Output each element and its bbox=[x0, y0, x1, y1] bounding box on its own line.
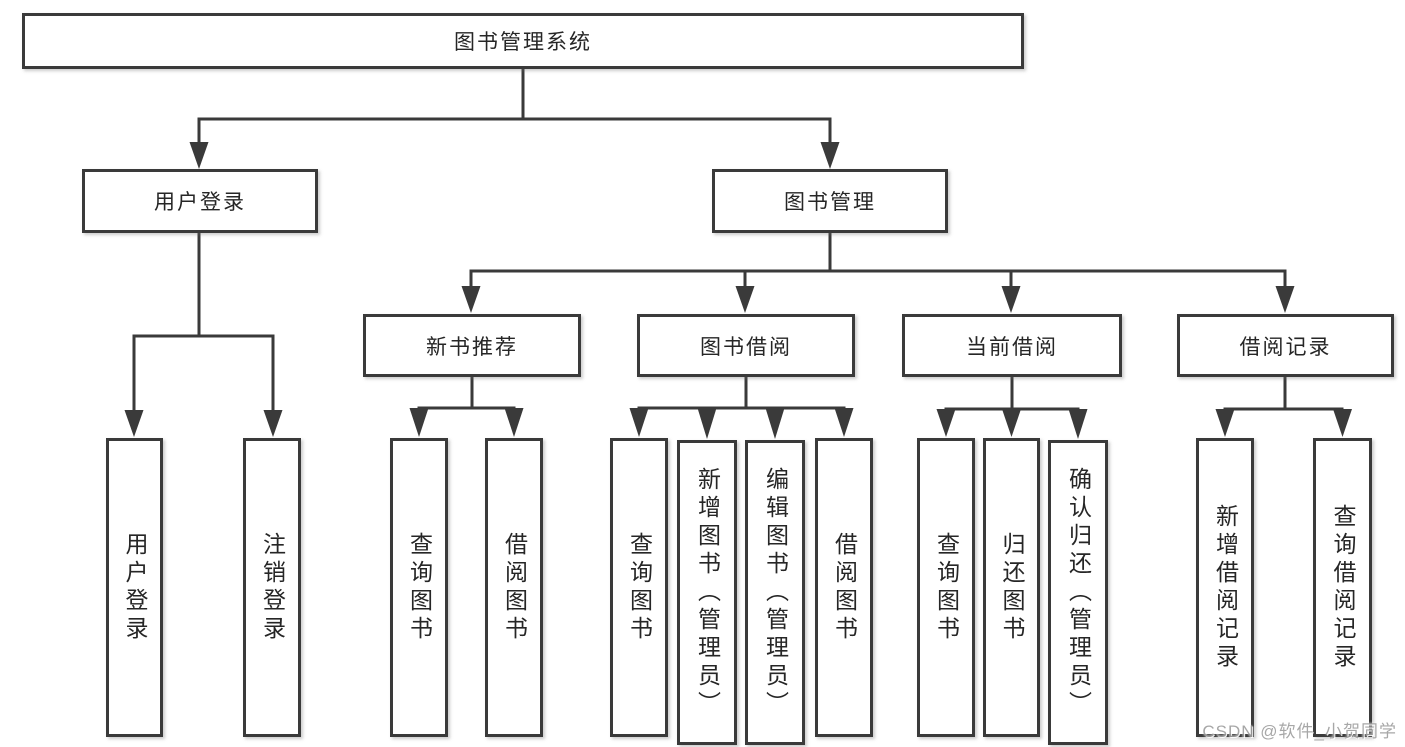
leaf-query-books-recommend: 查询图书 bbox=[390, 438, 448, 737]
node-new-book-recommend-label: 新书推荐 bbox=[426, 335, 518, 359]
node-current-borrowing: 当前借阅 bbox=[902, 314, 1122, 377]
node-borrowing-records: 借阅记录 bbox=[1177, 314, 1394, 377]
leaf-borrow-books-label: 借阅图书 bbox=[831, 531, 858, 644]
leaf-confirm-return-admin: 确认归还（管理员） bbox=[1048, 440, 1108, 745]
node-borrowing-records-label: 借阅记录 bbox=[1239, 335, 1332, 359]
node-user-login-branch-label: 用户登录 bbox=[154, 191, 246, 214]
leaf-query-books-current-label: 查询图书 bbox=[933, 531, 960, 644]
leaf-query-books-borrow-label: 查询图书 bbox=[626, 531, 653, 644]
node-book-management: 图书管理 bbox=[712, 169, 948, 233]
node-user-login-branch: 用户登录 bbox=[82, 169, 318, 233]
leaf-user-login: 用户登录 bbox=[106, 438, 163, 737]
leaf-add-borrow-record-label: 新增借阅记录 bbox=[1212, 503, 1239, 672]
leaf-add-borrow-record: 新增借阅记录 bbox=[1196, 438, 1254, 737]
leaf-borrow-books-recommend-label: 借阅图书 bbox=[501, 531, 528, 644]
node-book-borrowing-label: 图书借阅 bbox=[700, 335, 792, 359]
leaf-borrow-books-recommend: 借阅图书 bbox=[485, 438, 543, 737]
leaf-query-borrow-record: 查询借阅记录 bbox=[1313, 438, 1372, 737]
node-book-borrowing: 图书借阅 bbox=[637, 314, 855, 377]
leaf-confirm-return-admin-label: 确认归还（管理员） bbox=[1065, 466, 1092, 719]
leaf-query-books-current: 查询图书 bbox=[917, 438, 975, 737]
leaf-query-books-recommend-label: 查询图书 bbox=[406, 531, 433, 644]
node-new-book-recommend: 新书推荐 bbox=[363, 314, 581, 377]
leaf-borrow-books: 借阅图书 bbox=[815, 438, 873, 737]
leaf-logout-label: 注销登录 bbox=[259, 531, 286, 644]
leaf-return-book-label: 归还图书 bbox=[999, 531, 1025, 644]
leaf-logout: 注销登录 bbox=[243, 438, 301, 737]
node-current-borrowing-label: 当前借阅 bbox=[966, 335, 1058, 359]
node-root-label: 图书管理系统 bbox=[454, 31, 592, 54]
node-root: 图书管理系统 bbox=[22, 13, 1024, 69]
leaf-add-book-admin-label: 新增图书（管理员） bbox=[694, 466, 721, 719]
leaf-query-books-borrow: 查询图书 bbox=[610, 438, 668, 737]
leaf-return-book: 归还图书 bbox=[983, 438, 1040, 737]
leaf-edit-book-admin-label: 编辑图书（管理员） bbox=[762, 466, 789, 719]
watermark: CSDN @软件_小贺同学 bbox=[1202, 722, 1397, 741]
leaf-user-login-label: 用户登录 bbox=[122, 531, 148, 644]
leaf-query-borrow-record-label: 查询借阅记录 bbox=[1330, 503, 1356, 672]
node-book-management-label: 图书管理 bbox=[784, 191, 876, 214]
leaf-add-book-admin: 新增图书（管理员） bbox=[677, 440, 737, 745]
leaf-edit-book-admin: 编辑图书（管理员） bbox=[745, 440, 805, 745]
